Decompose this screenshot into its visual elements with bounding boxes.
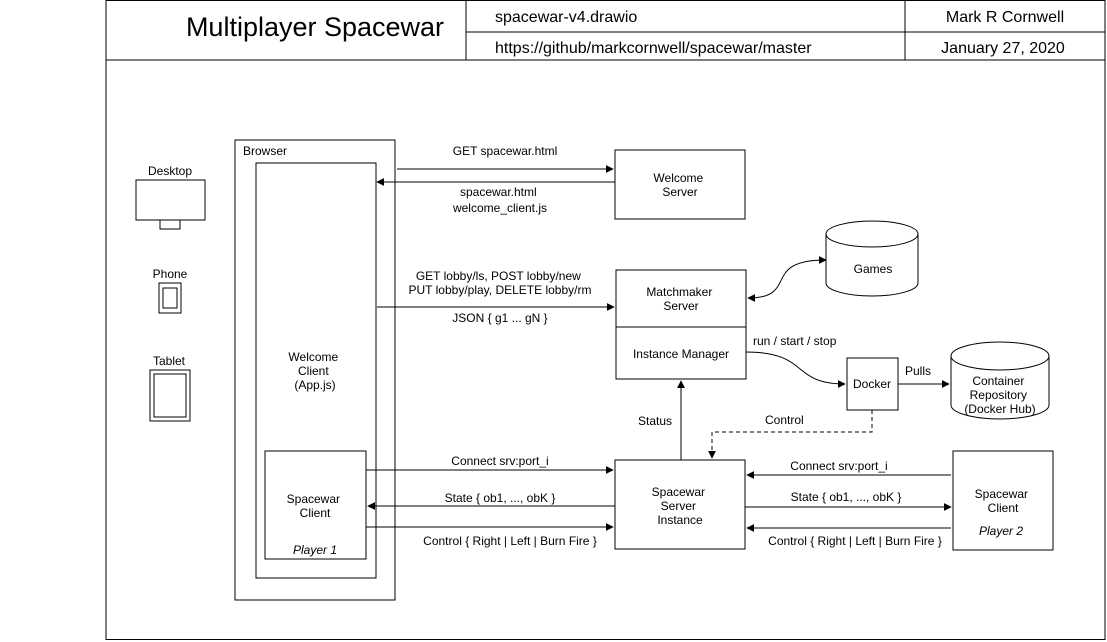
tablet-label: Tablet (153, 354, 186, 368)
phone-label: Phone (153, 267, 188, 281)
edge-run-start-stop (745, 351, 846, 388)
edge-games (747, 256, 827, 302)
tablet-device (149, 369, 191, 422)
edge-control-dashed (708, 410, 873, 459)
phone-device (158, 282, 182, 314)
server-instance-label: Spacewar Server Instance (652, 485, 709, 527)
author-name: Mark R Cornwell (946, 9, 1064, 26)
label-state-right: State { ob1, ..., obK } (791, 490, 902, 504)
desktop-label: Desktop (148, 164, 192, 178)
matchmaker-server-label: Matchmaker Server (646, 285, 715, 313)
games-database (825, 220, 919, 297)
player2-label: Player 2 (979, 524, 1023, 538)
container-repository (950, 341, 1050, 420)
label-control: Control (765, 413, 804, 427)
desktop-device (135, 179, 206, 230)
instance-manager-label: Instance Manager (633, 347, 729, 361)
spacewar-client-p1-label: Spacewar Client (287, 492, 344, 520)
games-label: Games (854, 262, 893, 276)
matchmaker-server-box (615, 269, 747, 380)
label-state-left: State { ob1, ..., obK } (445, 491, 556, 505)
label-control-right: Control { Right | Left | Burn Fire } (768, 534, 942, 548)
label-run-start-stop: run / start / stop (753, 334, 837, 348)
repository-label: Container Repository (Docker Hub) (964, 374, 1035, 416)
browser-label: Browser (243, 144, 287, 158)
repo-url: https://github/markcornwell/spacewar/mas… (495, 40, 812, 57)
label-connect-right: Connect srv:port_i (790, 459, 887, 473)
spacewar-client-p2-label: Spacewar Client (975, 487, 1032, 515)
label-status: Status (638, 414, 672, 428)
spacewar-client-p1-box (264, 450, 367, 560)
file-name: spacewar-v4.drawio (495, 9, 637, 26)
server-instance-box (614, 459, 746, 550)
diagram-date: January 27, 2020 (941, 40, 1065, 57)
label-get-html: GET spacewar.html (453, 144, 557, 158)
label-lobby-response: JSON { g1 ... gN } (452, 311, 547, 325)
title-block (105, 0, 1106, 640)
welcome-server-label: Welcome Server (653, 171, 706, 199)
welcome-client-label: Welcome Client (App.js) (288, 350, 341, 392)
label-lobby-request: GET lobby/ls, POST lobby/new PUT lobby/p… (409, 269, 592, 297)
player1-label: Player 1 (293, 543, 337, 557)
welcome-client-box (255, 162, 377, 579)
label-html-response: spacewar.html welcome_client.js (452, 185, 547, 215)
welcome-server-box (614, 149, 746, 220)
browser-box (234, 139, 396, 601)
label-pulls: Pulls (905, 364, 931, 378)
label-connect-left: Connect srv:port_i (451, 454, 548, 468)
edges (366, 165, 952, 532)
diagram-title: Multiplayer Spacewar (186, 12, 444, 42)
docker-label: Docker (853, 377, 891, 391)
label-control-left: Control { Right | Left | Burn Fire } (423, 534, 597, 548)
spacewar-client-p2-box (952, 450, 1054, 551)
